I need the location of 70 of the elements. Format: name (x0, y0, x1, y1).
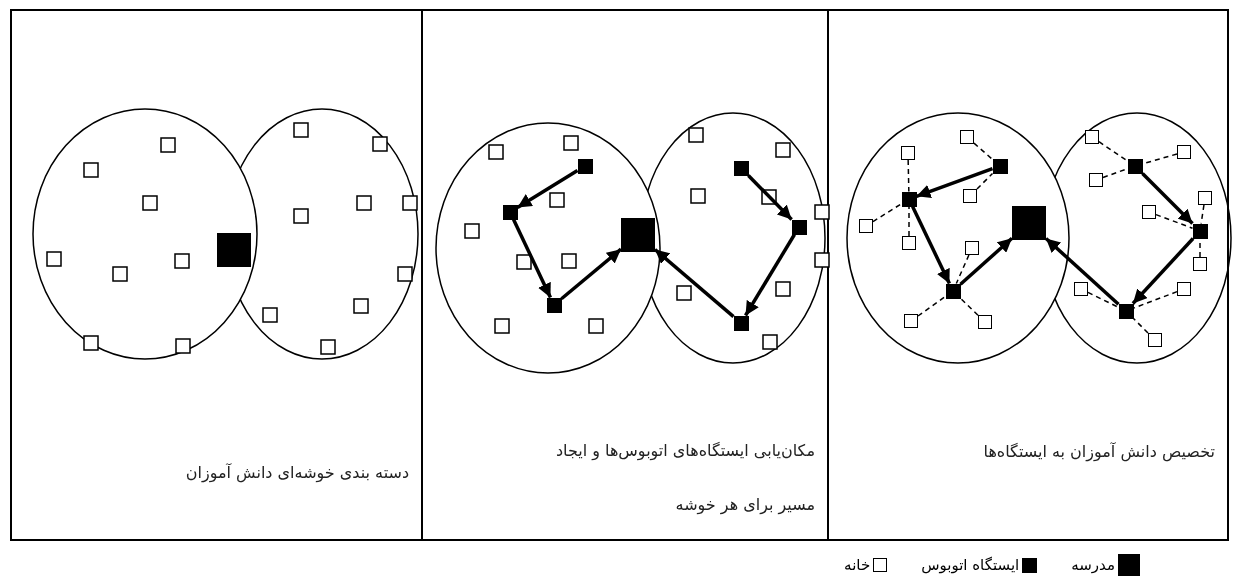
connector-line (1098, 140, 1129, 162)
bus-stop-marker (791, 219, 807, 235)
bus-stop-marker (577, 158, 593, 174)
house-marker (1198, 191, 1212, 205)
house-marker (960, 130, 974, 144)
step-caption: مکان‌یابی ایستگاه‌های اتوبوس‌ها و ایجاد مسیر برای هر خوشه (554, 440, 815, 517)
route-arrow (653, 248, 735, 318)
connector-line (959, 297, 979, 316)
legend-label: مدرسه (1071, 556, 1115, 574)
step-caption: دسته بندی خوشه‌ای دانش آموزان (185, 462, 409, 484)
bus-stop-marker (733, 160, 749, 176)
step-panel (421, 9, 829, 541)
legend-label: ایستگاه اتوبوس (921, 556, 1020, 574)
legend-label: خانه (844, 556, 871, 574)
step-panel (827, 9, 1229, 541)
connector-line (1200, 204, 1205, 225)
school-marker (217, 233, 251, 267)
step-caption: تخصیص دانش آموزان به ایستگاه‌ها (983, 441, 1215, 463)
connector-line (976, 172, 994, 190)
house-marker (963, 189, 977, 203)
cluster-circle (435, 122, 661, 374)
route-arrow (747, 174, 793, 221)
connector-line (973, 142, 994, 161)
house-marker (1148, 333, 1162, 347)
route-arrow (959, 236, 1014, 286)
connector-line (907, 159, 910, 193)
house-marker (902, 236, 916, 250)
house-marker (1074, 282, 1088, 296)
route-arrow (1044, 237, 1120, 306)
bus-stop-marker (901, 191, 917, 207)
bus-stop-marker (1118, 303, 1134, 319)
house-marker (978, 315, 992, 329)
connector-line (1087, 291, 1120, 309)
connector-line (908, 205, 910, 237)
step-panel (10, 9, 423, 541)
house-marker (1177, 145, 1191, 159)
bus-stop-marker (1127, 158, 1143, 174)
route-arrow (560, 247, 623, 301)
route-arrow (911, 205, 951, 285)
connector-line (917, 295, 947, 317)
school-marker (1012, 206, 1046, 240)
bus-stop-marker (546, 297, 562, 313)
house-marker (1142, 205, 1156, 219)
connector-line (955, 254, 970, 285)
bus-stop-marker (733, 315, 749, 331)
cluster-circle (32, 108, 258, 360)
route-arrow (915, 167, 994, 199)
house-marker (859, 219, 873, 233)
house-marker (901, 146, 915, 160)
house-marker (904, 314, 918, 328)
connector-line (872, 202, 903, 223)
cluster-circle (846, 112, 1070, 364)
house-marker (1177, 282, 1191, 296)
route-arrow (1131, 237, 1195, 305)
route-arrow (516, 169, 579, 209)
connector-line (1155, 213, 1194, 229)
house-marker (965, 241, 979, 255)
connector-line (1132, 317, 1149, 334)
connector-line (1132, 290, 1178, 309)
house-marker (1193, 257, 1207, 271)
house-marker (1089, 173, 1103, 187)
school-marker (621, 218, 655, 252)
bus-stop-marker (502, 204, 518, 220)
bus-stop-marker (992, 158, 1008, 174)
route-arrow (511, 218, 553, 299)
route-arrow (744, 233, 796, 317)
bus-stop-marker (1192, 223, 1208, 239)
route-arrow (1141, 172, 1194, 225)
bus-stop-marker (945, 283, 961, 299)
house-marker (1085, 130, 1099, 144)
